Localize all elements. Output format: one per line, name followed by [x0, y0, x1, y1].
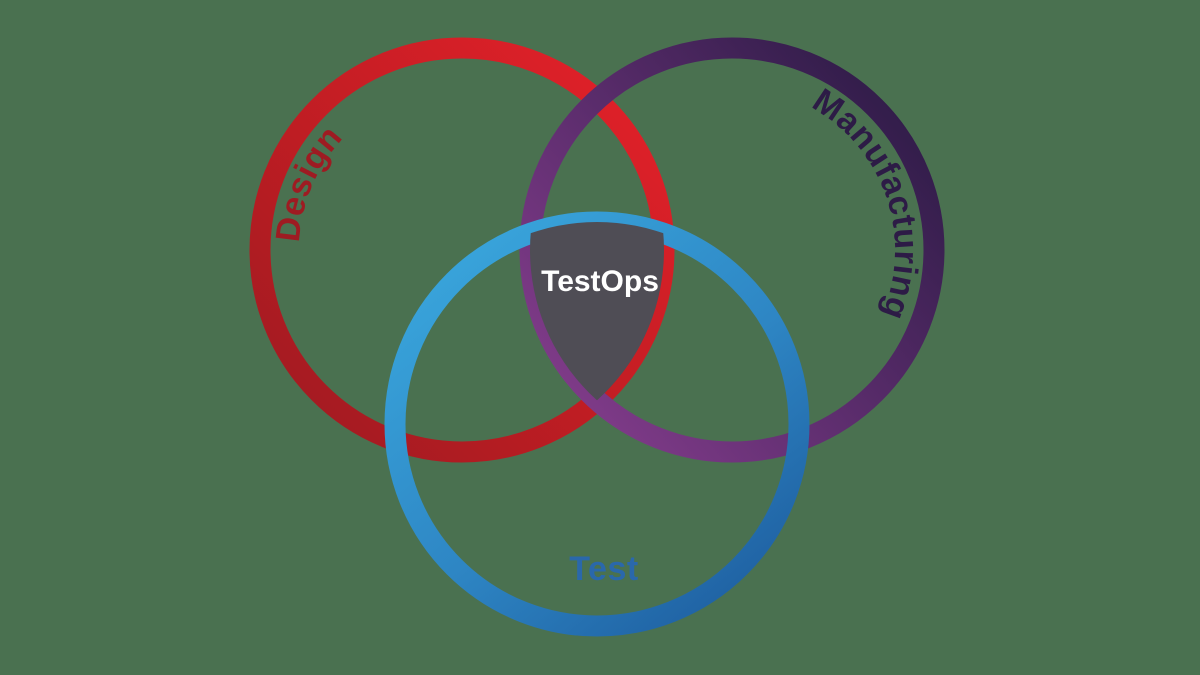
label-testops: TestOps — [541, 265, 659, 298]
label-test: Test — [569, 550, 638, 588]
